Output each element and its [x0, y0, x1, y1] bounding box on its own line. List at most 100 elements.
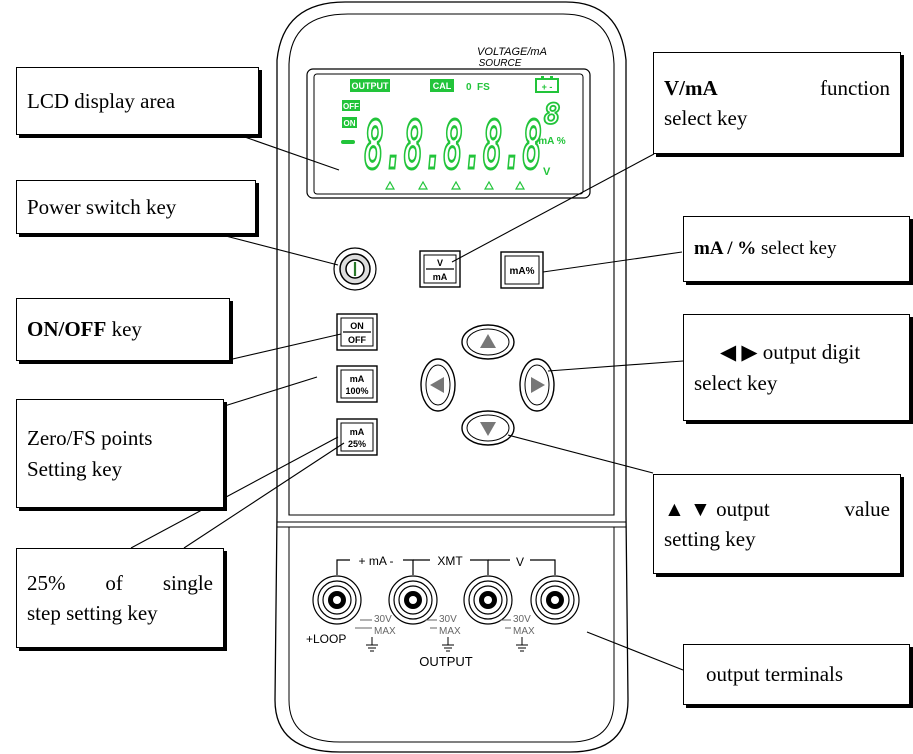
lcd-zero-label: 0	[466, 82, 472, 93]
lcd-battery-label: + -	[542, 82, 553, 92]
callout-value-setting: ▲ ▼ output value setting key	[653, 474, 901, 574]
leader-lcd	[238, 134, 340, 171]
terminal-post-4[interactable]	[530, 575, 580, 625]
lcd-output-badge	[350, 79, 390, 92]
term-xmt-label: XMT	[437, 554, 463, 568]
lcd-digit-marker-5	[514, 180, 526, 190]
lcd-battery-icon	[535, 78, 559, 93]
callout-vma-line2: select key	[664, 106, 748, 130]
ground-icon-3	[516, 637, 528, 652]
callout-ma-pct-bold: mA / %	[694, 238, 757, 260]
ground-icon-2	[442, 637, 454, 652]
terminal-post-3[interactable]	[463, 575, 513, 625]
source-title-line2: SOURCE	[479, 58, 522, 69]
lcd-digit-marker-2	[417, 180, 429, 190]
right-triangle-icon	[531, 377, 545, 393]
left-arrow-key[interactable]	[420, 358, 456, 412]
ma-100-key[interactable]: mA 100%	[336, 365, 378, 403]
lcd-v-unit: V	[543, 166, 551, 178]
lcd-fs-label: FS	[477, 82, 490, 93]
lcd-on-badge	[342, 117, 357, 128]
callout-digit-line1: ◀ ▶ output digit	[720, 340, 861, 365]
key-100-bottom-label: 100%	[345, 386, 368, 396]
callout-on-off: ON/OFF key	[16, 298, 230, 361]
ma-25-key[interactable]: mA 25%	[336, 418, 378, 456]
callout-lcd-text: LCD display area	[27, 88, 176, 113]
leader-value	[507, 434, 654, 474]
leader-digit	[547, 360, 684, 372]
callout-zero-fs-line2: Setting key	[27, 456, 123, 481]
on-off-key[interactable]: ON OFF	[336, 313, 378, 351]
lcd-digit-marker-1	[384, 180, 396, 190]
lcd-battery-tip-r	[550, 76, 553, 79]
callout-terminals-text: output terminals	[706, 662, 844, 687]
callout-ma-pct-rest: select key	[756, 238, 837, 260]
lcd-screen	[313, 73, 584, 195]
callout-vma-rest: function	[820, 75, 890, 100]
device-body-inner	[288, 13, 615, 516]
lcd-digit-marker-3	[450, 180, 462, 190]
key-25-top-label: mA	[350, 427, 365, 437]
lcd-on-label: ON	[344, 119, 356, 128]
callout-zero-fs-line1: Zero/FS points	[27, 426, 153, 451]
source-title-line1: VOLTAGE/mA	[477, 46, 547, 58]
up-arrow-key[interactable]	[461, 324, 515, 360]
lcd-battery-tip-l	[541, 76, 544, 79]
callout-value-line1-b: value	[844, 496, 890, 521]
callout-power-switch: Power switch key	[16, 180, 256, 234]
terminal-post-1[interactable]	[312, 575, 362, 625]
callout-25-step: 25% of single step setting key	[16, 548, 224, 648]
key-off-label: OFF	[348, 335, 366, 345]
callout-25-word-b: of	[105, 570, 123, 595]
power-switch-key[interactable]	[333, 247, 377, 291]
callout-power-text: Power switch key	[27, 194, 177, 219]
callout-on-off-bold: ON/OFF	[27, 317, 107, 342]
callout-vma-function: V/mA function select key	[653, 52, 901, 154]
lcd-off-label: OFF	[343, 102, 359, 111]
leader-ma-pct	[542, 251, 683, 273]
key-100-top-label: mA	[350, 374, 365, 384]
callout-25-line2: step setting key	[27, 601, 158, 625]
key-ma-pct-label: mA%	[509, 266, 534, 277]
lcd-digit-marker-4	[483, 180, 495, 190]
callout-lcd-display: LCD display area	[16, 67, 259, 135]
down-arrow-key[interactable]	[461, 410, 515, 446]
up-triangle-icon	[480, 334, 496, 348]
term-30v-3: 30V	[513, 614, 531, 625]
term-ma-label: + mA -	[358, 554, 393, 568]
callout-25-word-a: 25%	[27, 570, 66, 595]
callout-output-terminals: output terminals	[683, 644, 910, 705]
lcd-ma-pct-unit: mA %	[538, 136, 566, 147]
term-max-3: MAX	[513, 626, 535, 637]
callout-value-line2: setting key	[664, 527, 756, 551]
key-25-bottom-label: 25%	[348, 439, 366, 449]
term-max-2: MAX	[439, 626, 461, 637]
ma-pct-key[interactable]: mA%	[500, 251, 544, 289]
term-loop-label: +LOOP	[306, 632, 346, 646]
leader-power	[217, 233, 339, 266]
key-ma-label: mA	[433, 272, 448, 282]
term-output-label: OUTPUT	[419, 654, 473, 669]
bracket-v	[488, 559, 556, 575]
term-30v-1: 30V	[374, 614, 392, 625]
left-triangle-icon	[430, 377, 444, 393]
leader-25-a	[130, 436, 339, 549]
callout-digit-select: ◀ ▶ output digit select key	[683, 314, 910, 421]
callout-ma-pct: mA / % select key	[683, 216, 910, 282]
ground-icon-1	[366, 637, 378, 652]
terminal-post-2[interactable]	[388, 575, 438, 625]
lcd-small-digit: 8	[544, 98, 561, 131]
right-arrow-key[interactable]	[519, 358, 555, 412]
leader-terminals	[586, 631, 684, 671]
key-on-label: ON	[350, 321, 364, 331]
lcd-main-digits: 8.8.8.8.8	[364, 107, 542, 184]
v-ma-key[interactable]: V mA	[419, 250, 461, 288]
key-v-label: V	[437, 258, 443, 268]
callout-value-line1-a: ▲ ▼ output	[664, 496, 770, 521]
callout-25-word-c: single	[162, 570, 213, 595]
lcd-cal-badge	[430, 79, 454, 92]
leader-25-b	[183, 442, 345, 549]
callout-vma-bold: V/mA	[664, 75, 718, 100]
